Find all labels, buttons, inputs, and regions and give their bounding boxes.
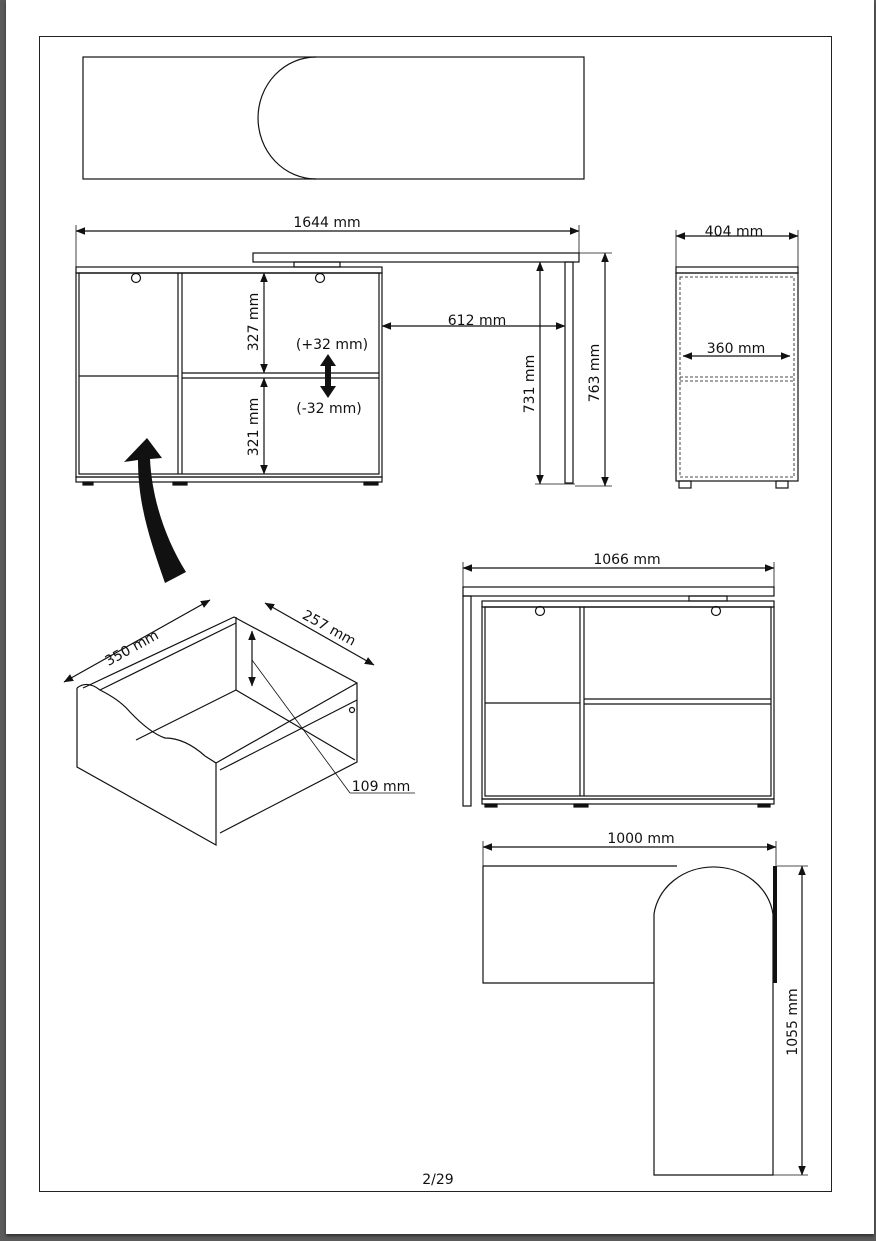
dim-cabinet-depth: 404 mm — [705, 224, 763, 240]
dim-inner-width: 360 mm — [707, 341, 765, 357]
dim-top-width: 1000 mm — [607, 831, 674, 847]
dim-shelf-up: (+32 mm) — [296, 337, 368, 353]
dim-overall-width: 1644 mm — [293, 215, 360, 231]
page-border — [39, 36, 832, 1192]
dim-shelf-bottom: 321 mm — [246, 398, 262, 456]
dim-leg-height: 731 mm — [522, 355, 538, 413]
curved-arrow-icon — [124, 438, 186, 583]
dim-drawer-depth: 257 mm — [299, 607, 358, 649]
dim-shelf-down: (-32 mm) — [296, 401, 362, 417]
desk-top-view — [82, 56, 585, 180]
dim-shelf-top: 327 mm — [246, 293, 262, 351]
front-view-compact — [462, 562, 775, 808]
drawer-drawing — [63, 599, 415, 847]
dim-drawer-height: 109 mm — [352, 779, 410, 795]
dim-total-height: 763 mm — [587, 344, 603, 402]
dim-top-length: 1055 mm — [785, 988, 801, 1055]
front-view-extended — [75, 225, 612, 487]
desk-l-top-view — [482, 841, 808, 1176]
page-number: 2/29 — [422, 1172, 454, 1188]
dim-drawer-width: 350 mm — [103, 627, 162, 669]
dim-leg-offset: 612 mm — [448, 313, 506, 329]
side-view — [675, 230, 799, 489]
dim-compact-width: 1066 mm — [593, 552, 660, 568]
